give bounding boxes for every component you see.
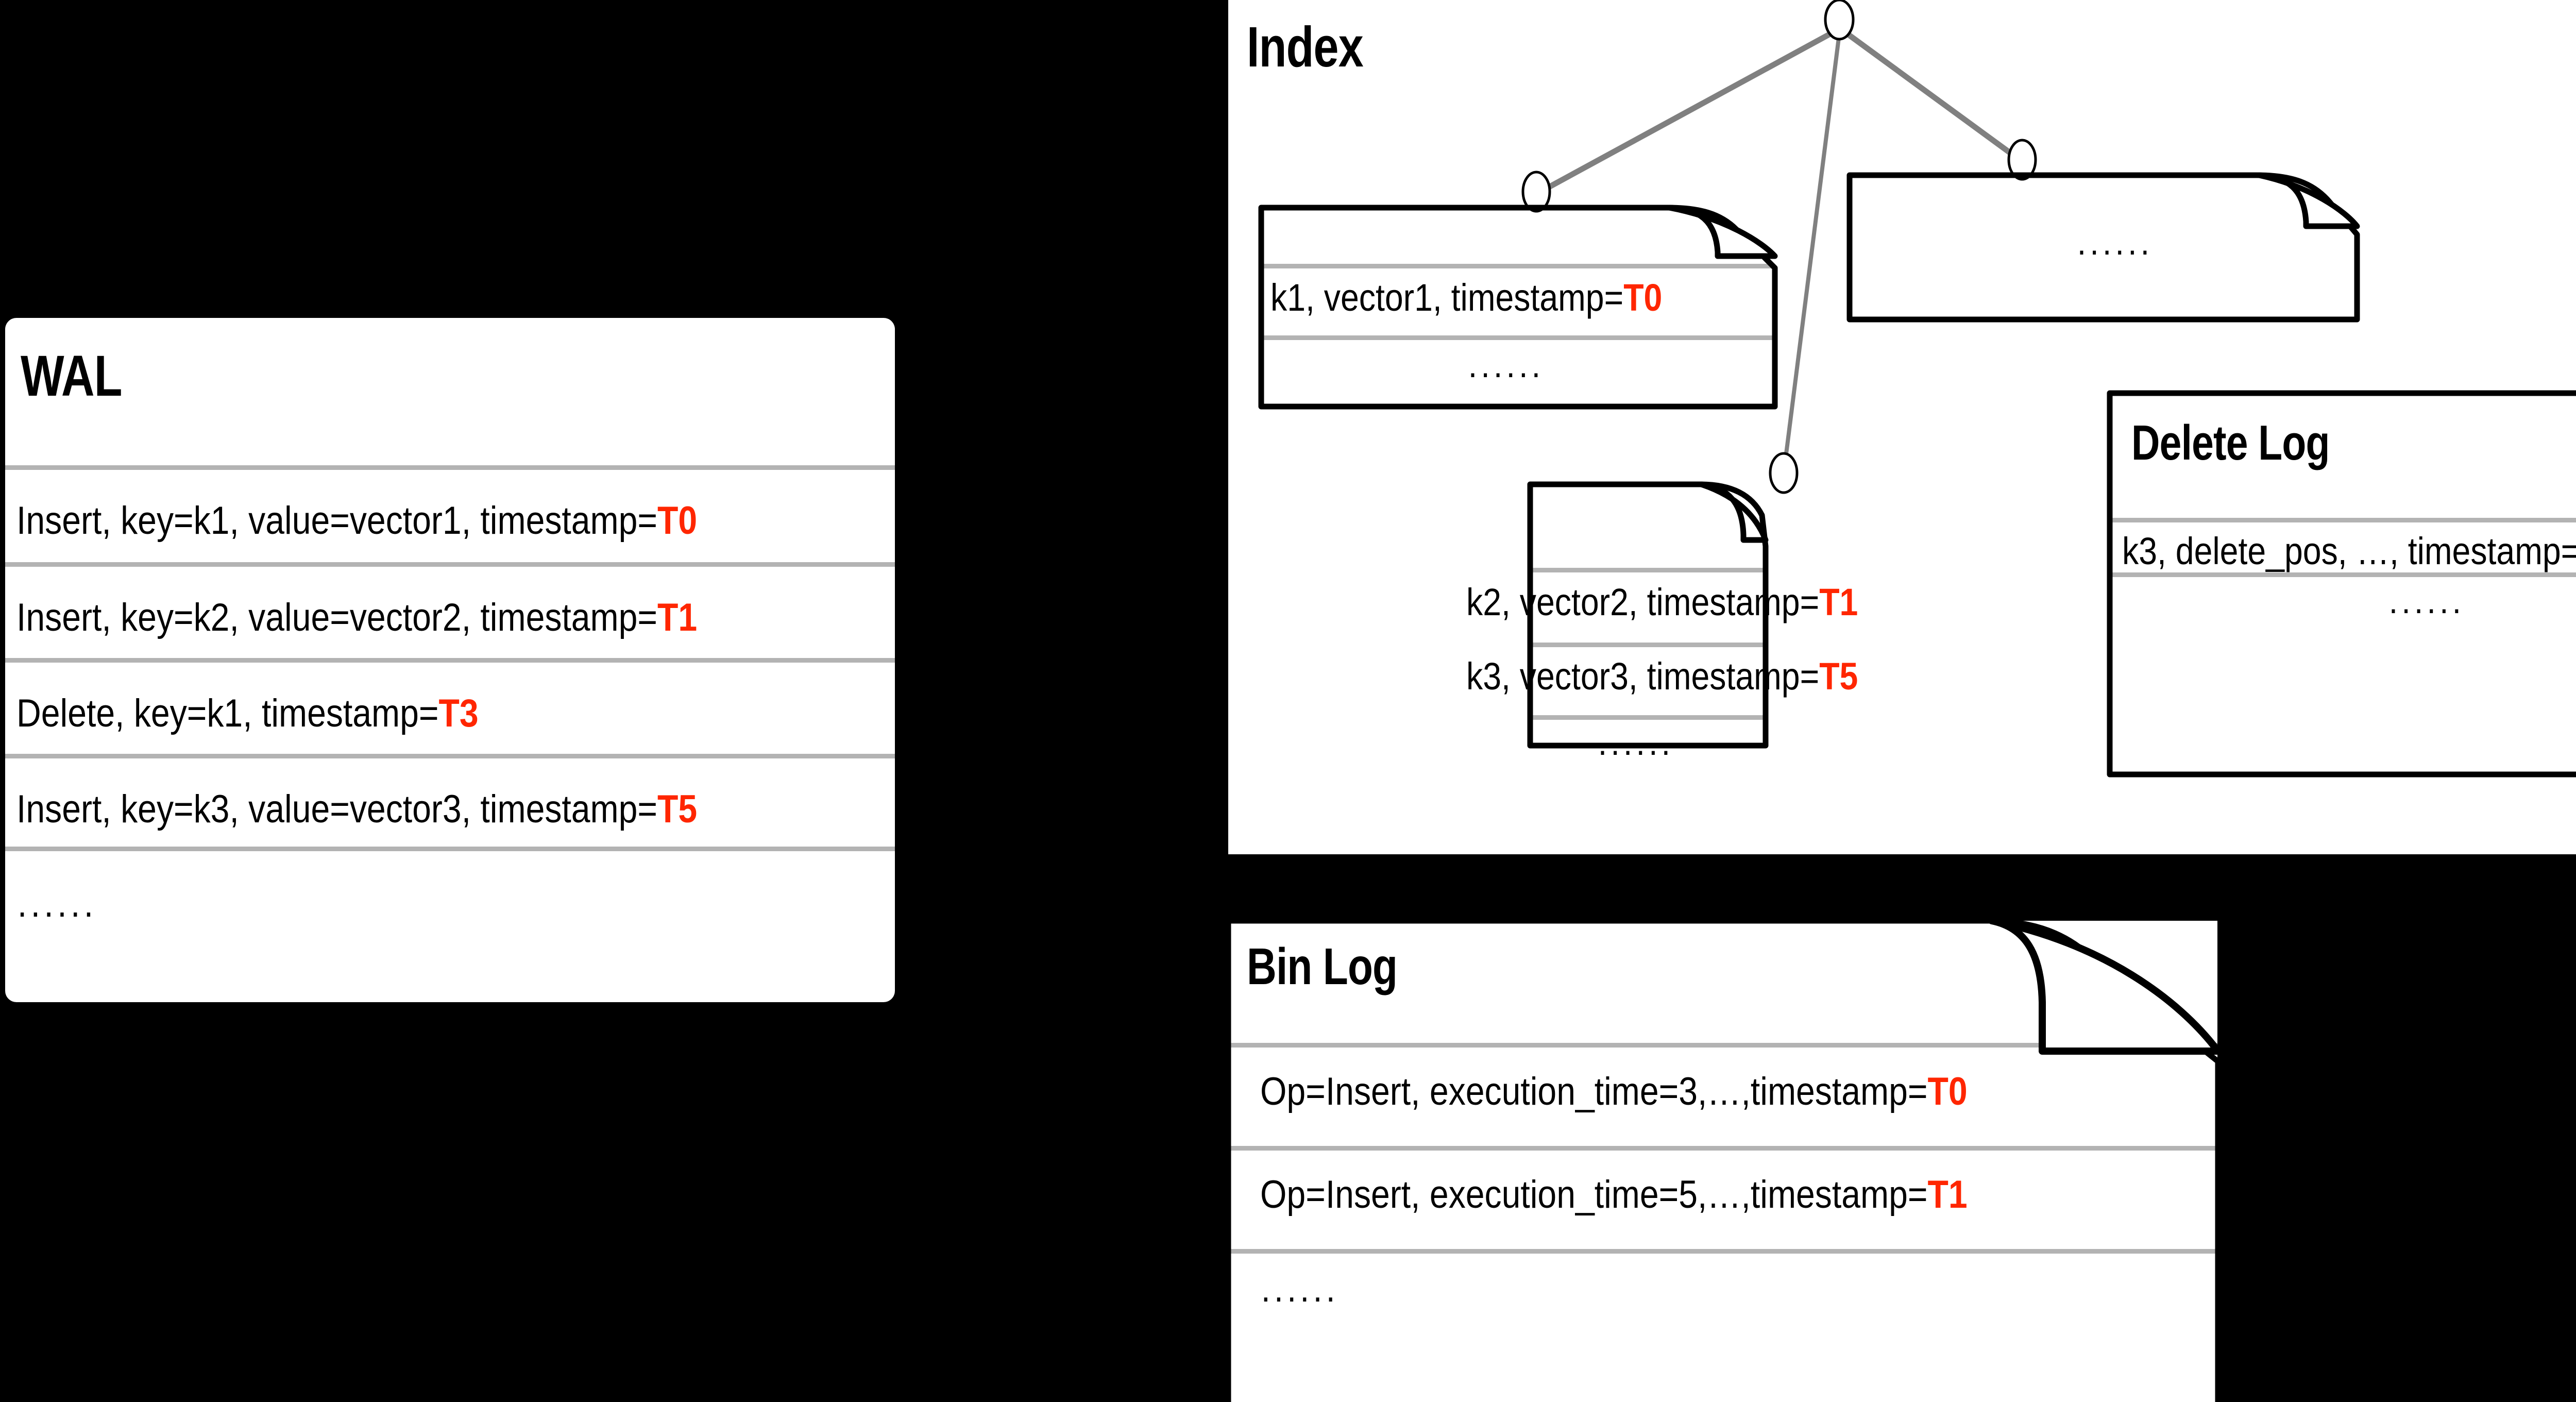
wal-row-text: Insert, key=k2, value=vector2, timestamp… [16, 596, 658, 639]
index-card-ellipsis: ······ [1597, 730, 1673, 770]
wal-divider-2 [5, 658, 895, 663]
wal-row: Insert, key=k2, value=vector2, timestamp… [16, 595, 697, 640]
delete-log-divider [2110, 572, 2576, 577]
bin-log-row: Op=Insert, execution_time=5,…,timestamp=… [1260, 1172, 1968, 1217]
index-card-k2-k3: k2, vector2, timestamp=T1 k3, vector3, t… [1466, 484, 1858, 770]
bin-log-row-text: Op=Insert, execution_time=5,…,timestamp= [1260, 1173, 1928, 1217]
index-title: Index [1247, 15, 1364, 79]
bin-log-row-timestamp: T1 [1927, 1173, 1968, 1217]
index-card-k1: k1, vector1, timestamp=T0 ······ [1261, 208, 1775, 407]
index-card-divider [1261, 264, 1775, 268]
wal-row-timestamp: T1 [657, 596, 698, 639]
index-card-divider [1530, 643, 1766, 647]
wal-divider-1 [5, 562, 895, 567]
index-card-row: k2, vector2, timestamp=T1 [1466, 580, 1858, 624]
index-card-row-timestamp: T5 [1819, 655, 1858, 698]
index-card-row: k1, vector1, timestamp=T0 [1270, 276, 1662, 319]
index-card-row-text: k3, vector3, timestamp= [1466, 655, 1820, 698]
bin-log-panel: Bin Log Op=Insert, execution_time=3,…,ti… [1228, 921, 2217, 1402]
index-card-divider [1261, 335, 1775, 340]
wal-row-text: Delete, key=k1, timestamp= [16, 691, 439, 735]
delete-log-divider [2110, 518, 2576, 522]
index-card-row-timestamp: T1 [1819, 581, 1858, 623]
wal-panel: WAL Insert, key=k1, value=vector1, times… [5, 318, 895, 1002]
wal-row-text: Insert, key=k1, value=vector1, timestamp… [16, 499, 658, 543]
index-card-divider [1530, 568, 1766, 572]
index-card-row-text: k1, vector1, timestamp= [1270, 276, 1624, 319]
bin-log-divider [1228, 1146, 2217, 1151]
index-card-divider [1530, 715, 1766, 720]
bin-log-ellipsis: ······ [1260, 1277, 1338, 1318]
delete-log-panel: Delete Log k3, delete_pos, …, timestamp=… [2110, 393, 2576, 774]
bin-log-row: Op=Insert, execution_time=3,…,timestamp=… [1260, 1069, 1968, 1114]
delete-log-title: Delete Log [2131, 415, 2330, 470]
wal-row: Insert, key=k1, value=vector1, timestamp… [16, 498, 697, 543]
index-card-row: k3, vector3, timestamp=T5 [1466, 654, 1858, 698]
wal-divider-3 [5, 754, 895, 758]
index-card-row-text: k2, vector2, timestamp= [1466, 581, 1820, 623]
wal-divider-4 [5, 847, 895, 851]
wal-row-text: Insert, key=k3, value=vector3, timestamp… [16, 787, 658, 831]
wal-row-timestamp: T5 [657, 787, 698, 831]
delete-log-row: k3, delete_pos, …, timestamp=T3 [2122, 529, 2576, 573]
bin-log-row-text: Op=Insert, execution_time=3,…,timestamp= [1260, 1070, 1928, 1113]
delete-log-ellipsis: ······ [2388, 588, 2464, 629]
wal-ellipsis: ······ [16, 890, 96, 933]
wal-row: Delete, key=k1, timestamp=T3 [16, 691, 479, 736]
wal-row-timestamp: T0 [657, 499, 698, 543]
wal-title: WAL [21, 344, 122, 408]
delete-log-row-text: k3, delete_pos, …, timestamp= [2122, 530, 2576, 572]
index-card-ellipsis: ······ [1467, 352, 1544, 393]
bin-log-title: Bin Log [1247, 938, 1398, 995]
bin-log-divider [1228, 1043, 2217, 1048]
bin-log-divider [1228, 1249, 2217, 1254]
index-card-ellipsis-only: ······ [1850, 175, 2357, 319]
index-card-row-timestamp: T0 [1623, 276, 1663, 319]
bin-log-row-timestamp: T0 [1927, 1070, 1968, 1113]
wal-divider-0 [5, 465, 895, 470]
index-card-ellipsis: ······ [2076, 230, 2153, 270]
wal-row: Insert, key=k3, value=vector3, timestamp… [16, 787, 697, 832]
wal-row-timestamp: T3 [438, 691, 479, 735]
